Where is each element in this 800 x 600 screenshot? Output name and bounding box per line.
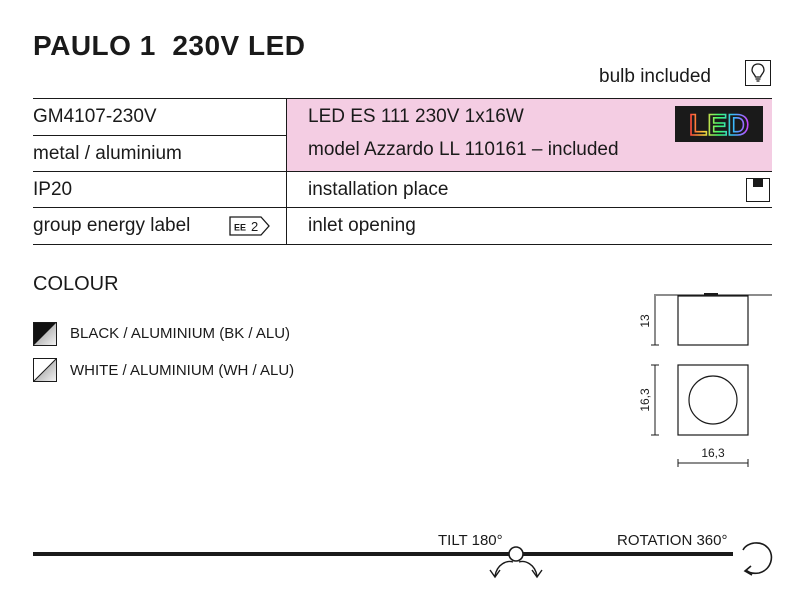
ceiling-installation-icon: [746, 178, 770, 202]
colour-heading: COLOUR: [33, 273, 119, 295]
dimension-drawing: 13 16,3 16,3: [630, 288, 780, 478]
bulb-icon: [745, 60, 771, 86]
table-row-divider: [33, 171, 772, 172]
table-bottom-rule: [33, 244, 772, 245]
swatch-white-aluminium: [33, 358, 57, 382]
product-code: GM4107-230V: [33, 106, 157, 127]
rotation-label: ROTATION 360°: [617, 532, 728, 549]
ip-rating: IP20: [33, 179, 73, 200]
svg-text:EE: EE: [234, 223, 246, 233]
rotation-icon: [735, 536, 779, 585]
tilt-label: TILT 180°: [438, 532, 503, 549]
tilt-icon: [485, 540, 547, 587]
table-row-divider: [33, 207, 772, 208]
light-source: LED ES 111 230V 1x16W: [308, 106, 524, 127]
depth-dimension: 16,3: [638, 388, 652, 412]
table-top-rule: [33, 98, 772, 99]
inlet-opening-label: inlet opening: [308, 215, 416, 236]
width-dimension: 16,3: [701, 446, 725, 460]
swatch-black-aluminium: [33, 322, 57, 346]
installation-place-label: installation place: [308, 179, 449, 200]
bulb-model: model Azzardo LL 110161 – included: [308, 139, 619, 160]
svg-text:2: 2: [251, 219, 258, 234]
colour-option-black: BLACK / ALUMINIUM (BK / ALU): [70, 325, 291, 342]
energy-label-badge: EE 2: [229, 216, 271, 241]
svg-text:LED: LED: [689, 109, 749, 142]
product-title: PAULO 1 230V LED: [33, 30, 306, 61]
table-row-divider: [33, 135, 286, 136]
height-dimension: 13: [638, 314, 652, 328]
bulb-included-label: bulb included: [599, 66, 711, 87]
material: metal / aluminium: [33, 143, 182, 164]
energy-label-text: group energy label: [33, 215, 191, 236]
mounting-baseline: [33, 552, 733, 556]
led-logo: LED: [675, 106, 763, 143]
colour-option-white: WHITE / ALUMINIUM (WH / ALU): [70, 362, 295, 379]
table-column-divider: [286, 98, 287, 245]
